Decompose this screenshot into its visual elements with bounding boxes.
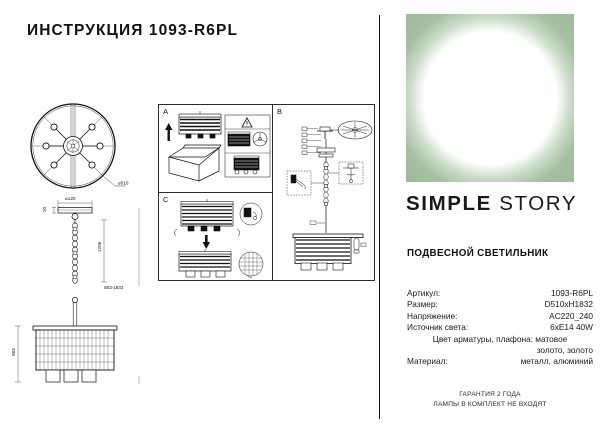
brand-name-bold: SIMPLE: [406, 192, 492, 215]
spec-row-color-1: Цвет арматуры, плафона: матовое: [407, 334, 593, 345]
spec-key: Размер:: [407, 299, 438, 310]
spec-value: AC220_240: [549, 310, 593, 321]
spec-row: Источник света: 6xE14 40W: [407, 322, 593, 333]
spec-value: 6xE14 40W: [550, 322, 593, 333]
spec-row-color-2: золото, золото: [407, 345, 593, 356]
fixture-front-view: 583: [11, 297, 140, 384]
canopy-diameter-label: ⌀120: [65, 196, 76, 201]
warranty-text: ГАРАНТИЯ 2 ГОДА: [459, 391, 521, 398]
top-view-diameter-label: ⌀510: [118, 181, 129, 186]
step-b-illustration: [286, 120, 373, 271]
panel-divider: [379, 15, 381, 419]
footer-note: ГАРАНТИЯ 2 ГОДА ЛАМПЫ В КОМПЛЕКТ НЕ ВХОД…: [380, 390, 600, 409]
bulbs-note-text: ЛАМПЫ В КОМПЛЕКТ НЕ ВХОДЯТ: [433, 400, 547, 408]
top-view-drawing: ⌀510: [30, 103, 129, 189]
brand-name-light: STORY: [499, 192, 578, 215]
instruction-step-a: A: [159, 105, 272, 193]
chain-length-label: 1206: [97, 241, 102, 252]
instruction-step-b: B: [273, 105, 374, 280]
spec-value: D510xH1832: [544, 299, 593, 310]
suspension-range-label: 583-1832: [104, 285, 124, 290]
left-panel: ИНСТРУКЦИЯ 1093-R6PL: [8, 22, 375, 400]
instruction-panel: A: [158, 104, 375, 281]
instruction-step-c: C: [159, 193, 272, 281]
spec-color-line-2: золото, золото: [536, 345, 593, 356]
canopy-height-label: 20: [42, 206, 47, 212]
instruction-column-left: A: [159, 105, 273, 280]
product-type: ПОДВЕСНОЙ СВЕТИЛЬНИК: [407, 248, 549, 259]
specification-table: Артикул: 1093-R6PL Размер: D510xH1832 На…: [407, 288, 593, 368]
canopy-drawing: ⌀120 20 1206 583-1832: [42, 196, 140, 290]
fixture-height-label: 583: [11, 348, 16, 356]
spec-row: Артикул: 1093-R6PL: [407, 288, 593, 299]
step-letter-c: C: [163, 195, 169, 204]
step-c-illustration: [174, 199, 264, 278]
spec-value: металл, алюминий: [520, 356, 593, 367]
step-letter-b: B: [277, 107, 283, 116]
spec-key: Артикул:: [407, 288, 441, 298]
step-a-illustration: [165, 111, 271, 182]
spec-value: 1093-R6PL: [551, 288, 593, 298]
spec-key: Источник света:: [407, 322, 469, 333]
brand-mark-circle: [406, 14, 574, 182]
instruction-column-right: B: [273, 105, 374, 280]
page-title: ИНСТРУКЦИЯ 1093-R6PL: [27, 22, 239, 39]
spec-row: Напряжение: AC220_240: [407, 311, 593, 322]
technical-drawings: ⌀510: [8, 100, 158, 400]
spec-key: Напряжение:: [407, 310, 458, 321]
spec-row-material: Материал: металл, алюминий: [407, 356, 593, 367]
brand-name: SIMPLE STORY: [406, 192, 577, 216]
spec-key: Материал:: [407, 356, 448, 367]
spec-color-line-1: Цвет арматуры, плафона: матовое: [432, 333, 568, 344]
step-letter-a: A: [163, 107, 169, 116]
right-panel: SIMPLE STORY ПОДВЕСНОЙ СВЕТИЛЬНИК Артику…: [380, 0, 600, 433]
spec-row: Размер: D510xH1832: [407, 299, 593, 310]
